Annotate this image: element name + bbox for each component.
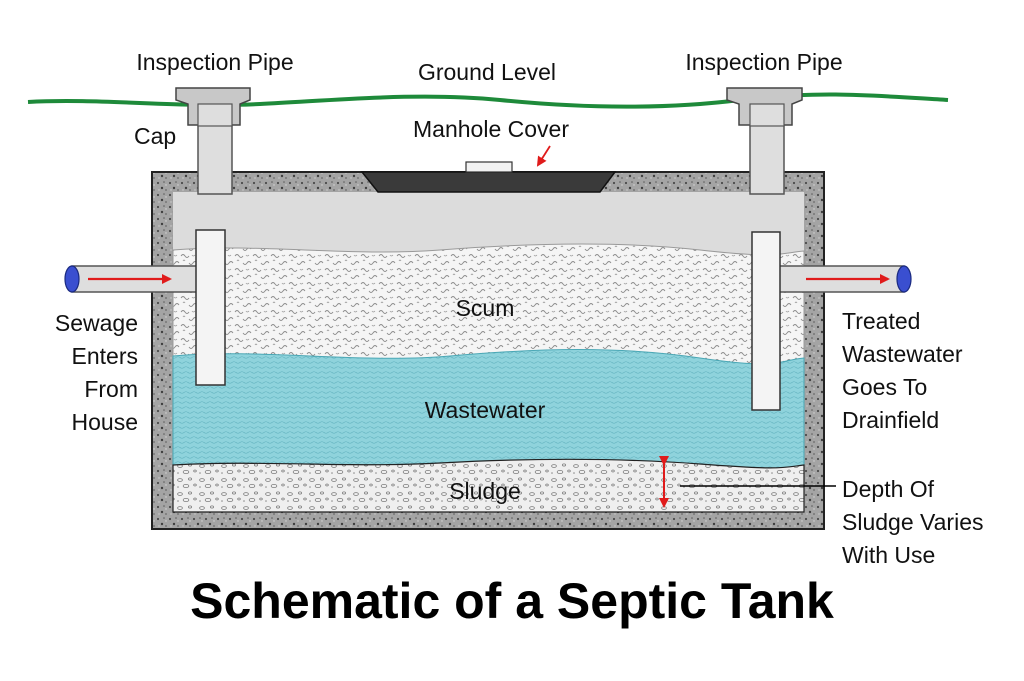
svg-text:Wastewater: Wastewater: [842, 341, 963, 367]
page-title: Schematic of a Septic Tank: [190, 573, 834, 629]
sewage-enters-label: Sewage Enters From House: [55, 310, 138, 435]
inspection-pipe-neck-right: [749, 103, 785, 127]
svg-text:Goes To: Goes To: [842, 374, 927, 400]
outlet-pipe-end: [896, 265, 912, 293]
outlet-baffle: [751, 231, 781, 411]
svg-text:Depth Of: Depth Of: [842, 476, 935, 502]
depth-of-sludge-label: Depth Of Sludge Varies With Use: [842, 476, 984, 568]
svg-text:Enters: Enters: [72, 343, 138, 369]
inspection-pipe-right-label: Inspection Pipe: [685, 49, 842, 75]
treated-wastewater-label: Treated Wastewater Goes To Drainfield: [842, 308, 963, 433]
svg-text:With Use: With Use: [842, 542, 935, 568]
svg-text:Sewage: Sewage: [55, 310, 138, 336]
svg-text:Sludge Varies: Sludge Varies: [842, 509, 984, 535]
sludge-label: Sludge: [449, 478, 521, 504]
sludge-layer: [172, 458, 805, 513]
manhole-pointer-arrow: [536, 145, 551, 167]
wastewater-label: Wastewater: [425, 397, 546, 423]
inlet-pipe-end: [64, 265, 80, 293]
cap-label: Cap: [134, 123, 176, 149]
inspection-pipe-neck-left: [197, 103, 233, 127]
svg-text:From: From: [84, 376, 138, 402]
scum-label: Scum: [456, 295, 515, 321]
svg-text:Treated: Treated: [842, 308, 920, 334]
svg-text:House: House: [72, 409, 138, 435]
ground-level-label: Ground Level: [418, 59, 556, 85]
manhole-cover: [360, 171, 617, 193]
manhole-handle: [465, 161, 513, 173]
inspection-pipe-left-label: Inspection Pipe: [136, 49, 293, 75]
manhole-cover-label: Manhole Cover: [413, 116, 569, 142]
inlet-baffle: [195, 229, 226, 386]
ground-level-line: [27, 92, 949, 109]
svg-text:Drainfield: Drainfield: [842, 407, 939, 433]
